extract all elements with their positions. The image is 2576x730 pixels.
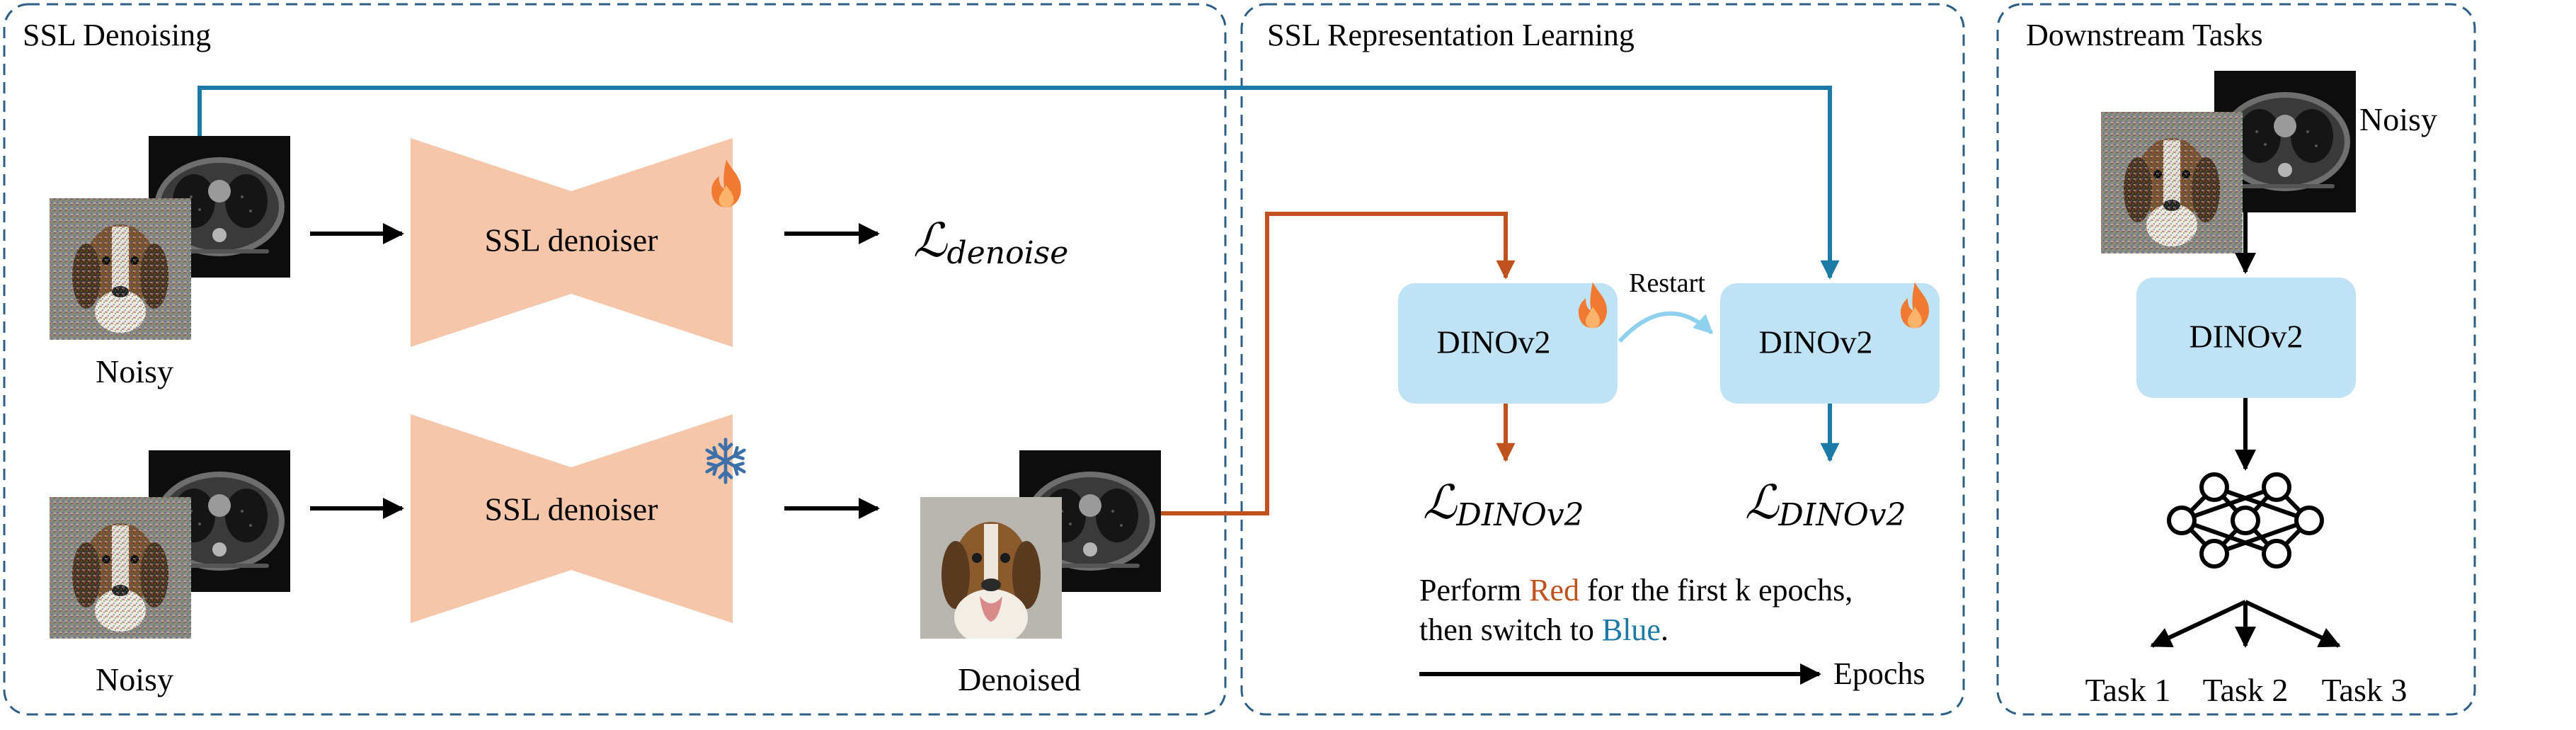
bottom-denoiser-bowtie [411, 414, 733, 623]
panel-ssl-representation [1240, 3, 1965, 716]
top-noisy-input [50, 136, 290, 340]
loss-dino-left-sub: DINOv2 [1456, 497, 1584, 533]
dino-left [1398, 283, 1618, 404]
top-denoiser-label: SSL denoiser [485, 222, 658, 258]
restart-label: Restart [1629, 268, 1705, 298]
top-noisy-label: Noisy [96, 353, 173, 389]
bottom-noisy-label: Noisy [96, 661, 173, 697]
panel-title-denoising: SSL Denoising [23, 18, 211, 52]
blue-path [198, 86, 1840, 280]
loss-dino-right-main: ℒ [1745, 475, 1780, 530]
task-2-label: Task 2 [2203, 672, 2289, 708]
panel-title-representation: SSL Representation Learning [1267, 18, 1635, 52]
task1-arrow [2150, 600, 2247, 648]
task3-arrow [2244, 600, 2341, 648]
downstream-noisy-label: Noisy [2359, 101, 2437, 137]
note-line2-suffix: . [1661, 612, 1668, 647]
dino-left-label: DINOv2 [1437, 324, 1551, 360]
loss-dino-right-sub: DINOv2 [1778, 497, 1906, 533]
denoised-label: Denoised [958, 661, 1081, 697]
note-line1-red: Red [1529, 573, 1579, 608]
downstream-noisy-input [2101, 71, 2356, 253]
loss-dino-right: ℒDINOv2 [1745, 475, 1906, 533]
dino-right-label: DINOv2 [1759, 324, 1873, 360]
loss-dino-left-main: ℒ [1423, 475, 1458, 530]
dino-right [1720, 283, 1940, 404]
restart-arrow [1618, 311, 1714, 343]
loss-dino-left: ℒDINOv2 [1423, 475, 1584, 533]
note-line1-suffix: for the first k epochs, [1579, 573, 1853, 608]
red-path [1161, 212, 1516, 515]
epochs-label: Epochs [1833, 656, 1925, 691]
dino-downstream-label: DINOv2 [2189, 319, 2303, 355]
note-line1-prefix: Perform [1419, 573, 1529, 608]
panel-title-downstream: Downstream Tasks [2026, 18, 2263, 52]
loss-denoise: ℒdenoise [913, 213, 1068, 271]
task-1-label: Task 1 [2085, 672, 2171, 708]
panel-downstream [1996, 3, 2476, 716]
schedule-note-line1: Perform Red for the first k epochs, [1419, 573, 1853, 608]
top-denoiser-bowtie [411, 138, 733, 347]
note-line2-prefix: then switch to [1419, 612, 1602, 647]
task-3-label: Task 3 [2322, 672, 2408, 708]
neural-network-icon [2167, 472, 2324, 569]
dino-downstream [2136, 278, 2356, 398]
schedule-note-line2: then switch to Blue. [1419, 612, 1668, 647]
loss-denoise-sub: denoise [947, 235, 1069, 271]
bottom-noisy-input [50, 450, 290, 639]
loss-denoise-main: ℒ [913, 213, 948, 268]
note-line2-blue: Blue [1602, 612, 1661, 647]
denoised-output [920, 450, 1161, 639]
bottom-denoiser-label: SSL denoiser [485, 491, 658, 527]
panel-ssl-denoising [3, 3, 1227, 716]
